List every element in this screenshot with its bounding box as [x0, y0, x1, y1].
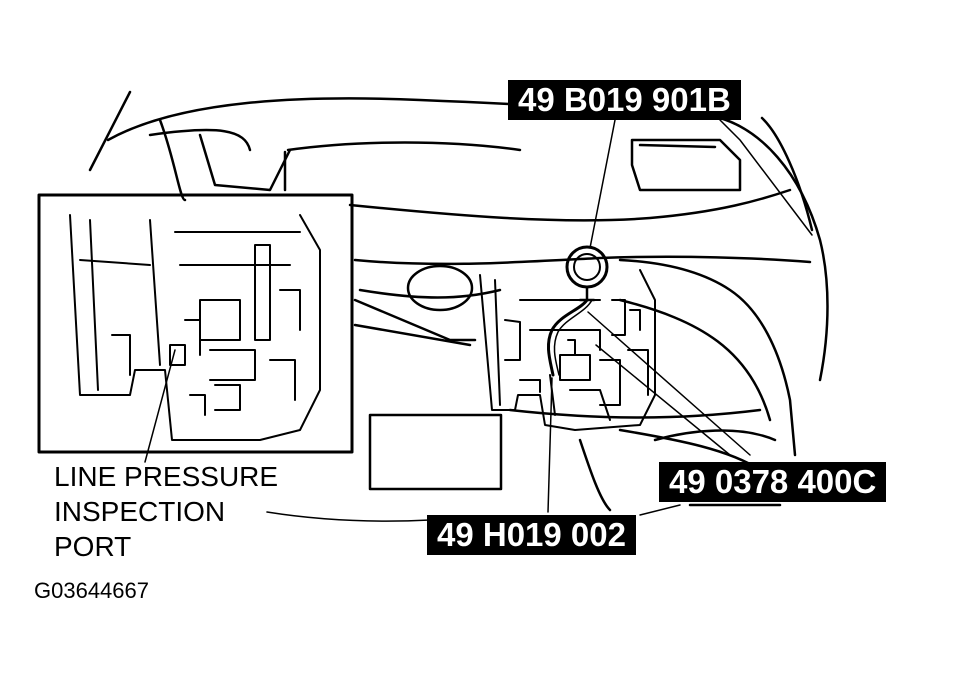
adapter-part-number-callout: 49 0378 400C — [659, 462, 887, 502]
gauge-hose-inner — [553, 299, 593, 376]
gauge-part-number-callout: 49 B019 901B — [508, 80, 741, 120]
leader-lines — [144, 119, 813, 522]
transmission-main — [479, 269, 656, 431]
gauge-hose — [546, 298, 589, 377]
hose-part-number-callout: 49 H019 002 — [427, 515, 636, 555]
line-pressure-port-label: LINE PRESSURE INSPECTION PORT — [54, 461, 279, 562]
inset-detail — [37, 193, 354, 454]
figure-id: G03644667 — [34, 578, 149, 603]
vehicle-body-outline — [88, 90, 829, 512]
pressure-gauge — [565, 245, 609, 302]
